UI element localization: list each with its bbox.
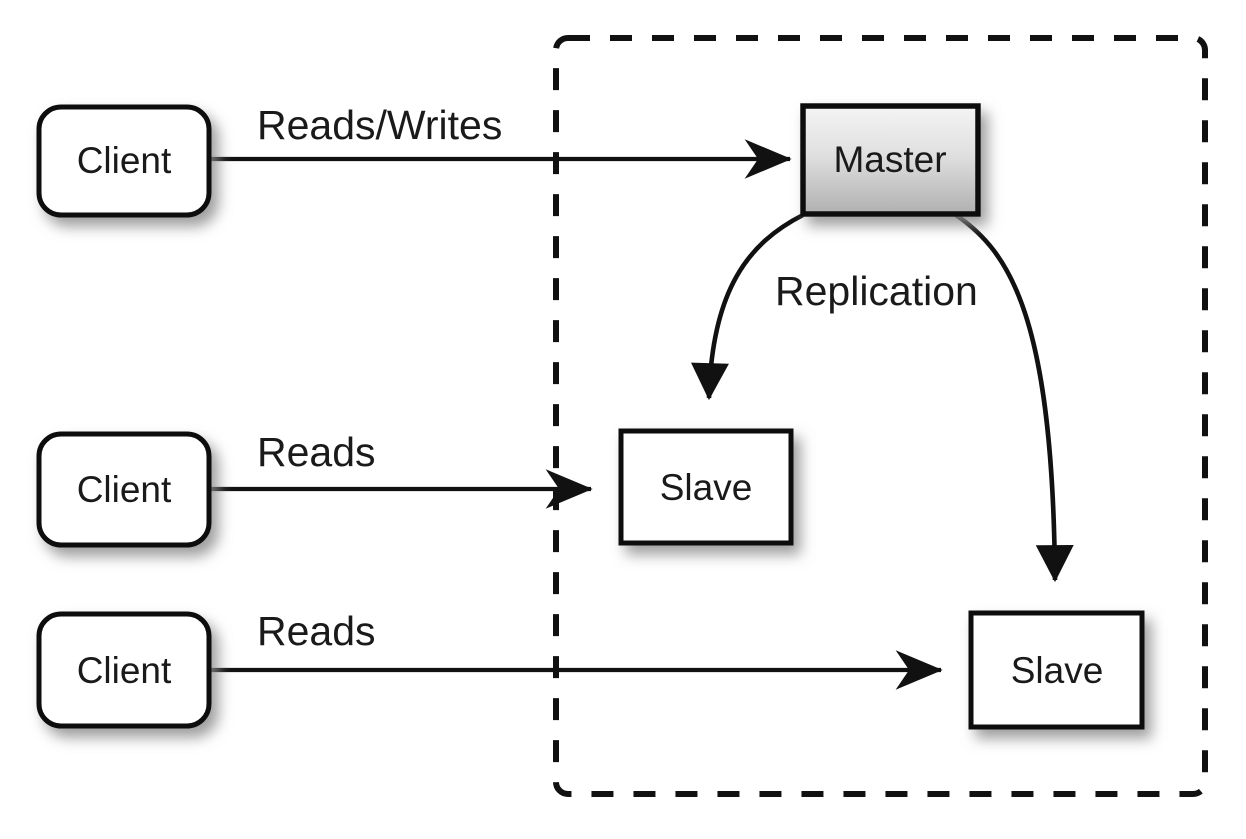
node-slave-2[interactable]: Slave [968,610,1145,730]
slave-2-label: Slave [1011,650,1104,691]
node-master[interactable]: Master [800,103,981,217]
edge-master-slave1 [691,212,805,401]
client-3-label: Client [77,650,172,691]
edge-label-reads-writes: Reads/Writes [257,102,502,148]
node-client-3[interactable]: Client [36,611,212,729]
master-box[interactable] [800,103,981,217]
edge-label-reads-2: Reads [257,608,376,654]
slave-1-label: Slave [660,467,753,508]
master-label: Master [833,139,946,180]
node-client-2[interactable]: Client [36,431,212,548]
cluster-boundary [553,35,1208,797]
node-slave-1[interactable]: Slave [618,428,794,546]
slave-2-box[interactable] [968,610,1145,730]
client-2-label: Client [77,469,172,510]
edge-label-replication: Replication [775,268,978,314]
edge-master-slave2 [954,213,1074,583]
client-1-box[interactable] [36,104,212,218]
edge-label-reads-1: Reads [257,429,376,475]
client-3-box[interactable] [36,611,212,729]
slave-1-box[interactable] [618,428,794,546]
client-2-box[interactable] [36,431,212,548]
node-client-1[interactable]: Client [36,104,212,218]
client-1-label: Client [77,140,172,181]
